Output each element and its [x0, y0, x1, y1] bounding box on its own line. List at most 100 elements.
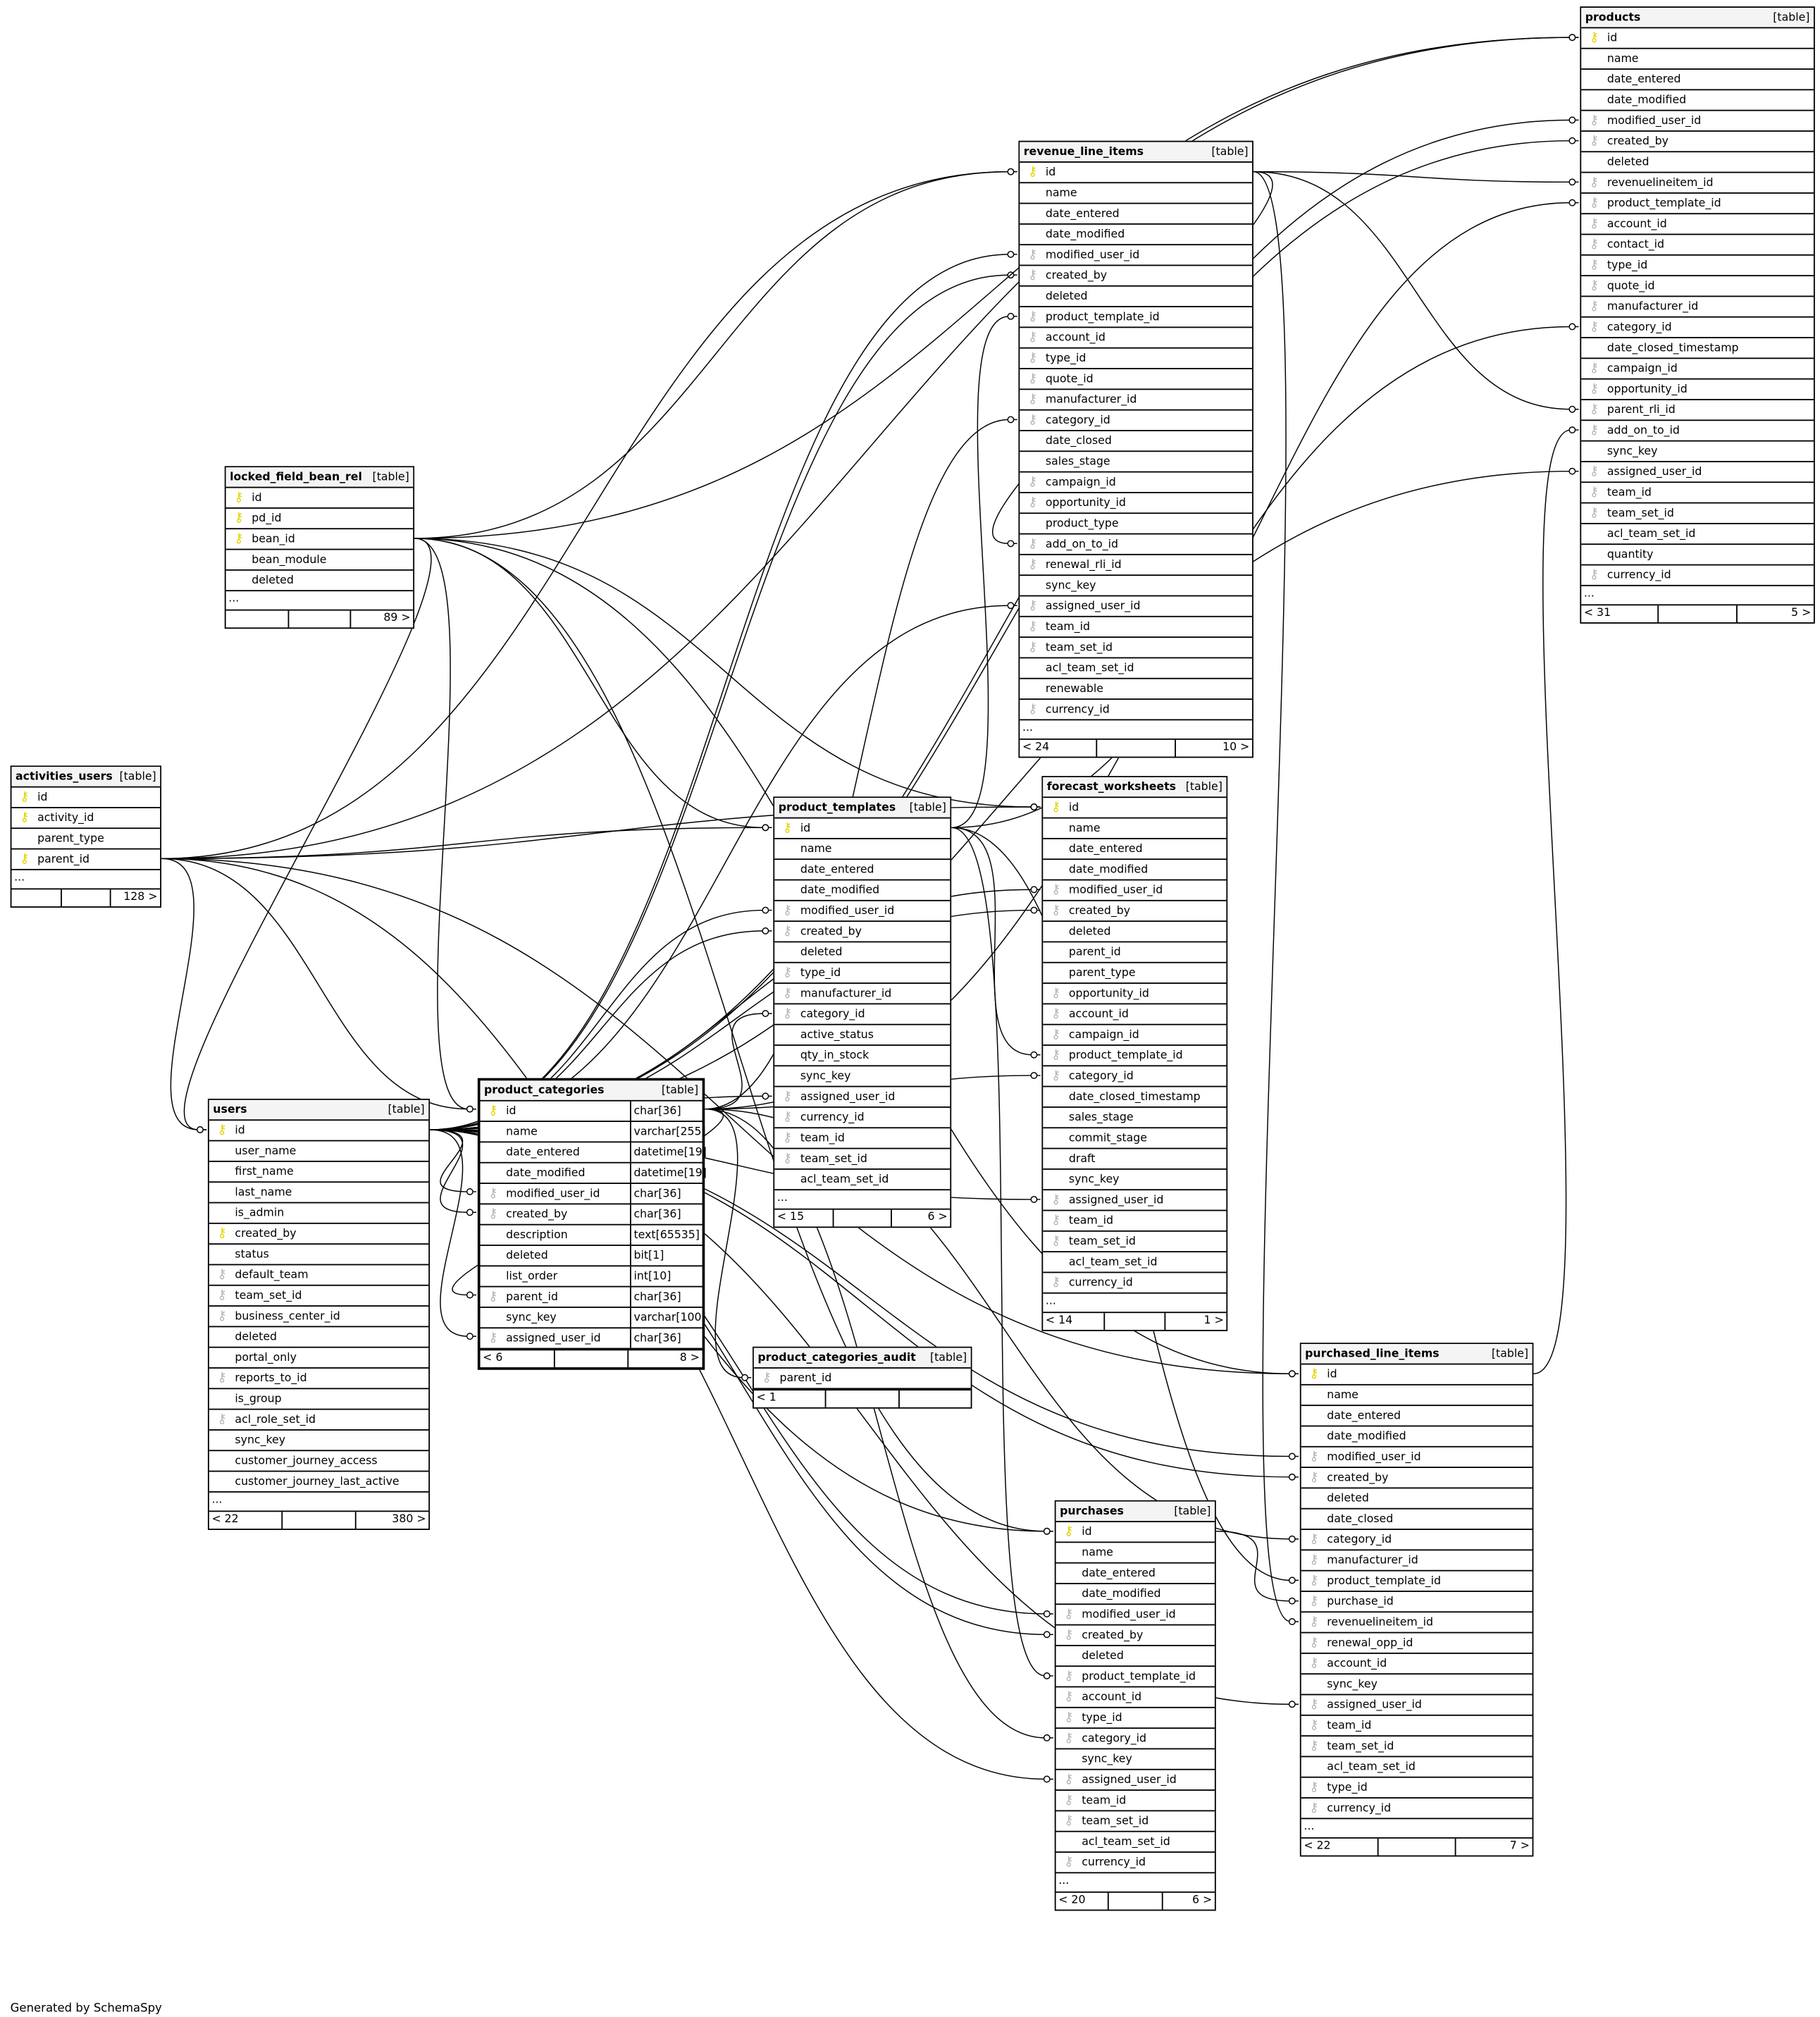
parents-count[interactable]: < 22	[1301, 1838, 1379, 1856]
column-row[interactable]: ⚷currency_id	[1020, 700, 1253, 721]
children-count[interactable]: 6 >	[927, 1211, 948, 1224]
column-row[interactable]: parent_type	[11, 829, 161, 850]
column-row[interactable]: date_modified	[774, 880, 951, 901]
column-row[interactable]: name	[1043, 818, 1227, 839]
column-row[interactable]: ⚷modified_user_id	[1581, 111, 1814, 132]
column-row[interactable]: deleted	[225, 571, 414, 592]
column-row[interactable]: ⚷opportunity_id	[1043, 984, 1227, 1005]
column-row[interactable]: acl_team_set_id	[1043, 1252, 1227, 1273]
table-header[interactable]: products[table]	[1581, 7, 1814, 29]
column-row[interactable]: ⚷team_set_id	[1301, 1737, 1533, 1758]
column-row[interactable]: deleted	[1020, 287, 1253, 308]
parents-count[interactable]: < 6	[481, 1350, 555, 1368]
column-row[interactable]: ⚷renewal_opp_id	[1301, 1633, 1533, 1654]
column-row[interactable]: ⚷currency_id	[1301, 1799, 1533, 1820]
column-row[interactable]: ⚷reports_to_id	[209, 1369, 429, 1390]
column-row[interactable]: ⚷activity_id	[11, 808, 161, 829]
column-row[interactable]: is_group	[209, 1389, 429, 1410]
column-row[interactable]: ⚷team_set_id	[1043, 1232, 1227, 1253]
column-row[interactable]: acl_team_set_id	[1581, 524, 1814, 545]
table-header[interactable]: revenue_line_items[table]	[1020, 142, 1253, 163]
column-row[interactable]: status	[209, 1245, 429, 1266]
column-row[interactable]: ⚷assigned_user_id	[1581, 462, 1814, 483]
column-row[interactable]: ⚷quote_id	[1581, 276, 1814, 297]
column-row[interactable]: ⚷category_id	[774, 1004, 951, 1025]
column-row[interactable]: date_entered	[1056, 1564, 1215, 1584]
column-row[interactable]: acl_team_set_id	[1020, 658, 1253, 679]
column-row[interactable]: ⚷account_id	[1301, 1654, 1533, 1675]
column-row[interactable]: ⚷contact_id	[1581, 235, 1814, 256]
column-row[interactable]: ⚷add_on_to_id	[1020, 534, 1253, 555]
column-row[interactable]: ⚷modified_user_id	[1056, 1605, 1215, 1626]
table-header[interactable]: product_categories[table]	[480, 1080, 702, 1102]
table-header[interactable]: product_categories_audit[table]	[753, 1347, 971, 1369]
column-row[interactable]: commit_stage	[1043, 1128, 1227, 1149]
column-row[interactable]: ⚷renewal_rli_id	[1020, 555, 1253, 576]
column-row[interactable]: ⚷team_id	[1043, 1211, 1227, 1232]
column-row[interactable]: ⚷modified_user_id	[774, 901, 951, 923]
column-row[interactable]: ⚷manufacturer_id	[1301, 1550, 1533, 1572]
column-row[interactable]: ⚷acl_role_set_id	[209, 1410, 429, 1431]
column-row[interactable]: ⚷currency_id	[1043, 1273, 1227, 1294]
column-row[interactable]: ⚷product_template_id	[1056, 1667, 1215, 1688]
column-row[interactable]: ⚷currency_id	[774, 1108, 951, 1129]
column-row[interactable]: name	[774, 839, 951, 861]
column-row[interactable]: customer_journey_last_active	[209, 1472, 429, 1493]
column-row[interactable]: ⚷created_by	[209, 1224, 429, 1245]
column-row[interactable]: ⚷opportunity_id	[1020, 493, 1253, 514]
column-row[interactable]: ⚷assigned_user_id	[1020, 596, 1253, 617]
column-row[interactable]: deleted	[1056, 1646, 1215, 1667]
column-row[interactable]: ⚷assigned_user_id	[1056, 1770, 1215, 1791]
children-count[interactable]: 7 >	[1509, 1839, 1530, 1853]
column-row[interactable]: ⚷type_id	[1020, 349, 1253, 369]
column-row[interactable]: sync_key	[1043, 1170, 1227, 1191]
column-row[interactable]: acl_team_set_id	[1056, 1832, 1215, 1853]
column-row[interactable]: ⚷account_id	[1056, 1687, 1215, 1708]
column-row[interactable]: ⚷id	[225, 488, 414, 509]
column-row[interactable]: ⚷manufacturer_id	[1581, 297, 1814, 318]
column-row[interactable]: draft	[1043, 1149, 1227, 1170]
column-row[interactable]: user_name	[209, 1141, 429, 1162]
parents-count[interactable]: < 14	[1043, 1313, 1105, 1330]
column-row[interactable]: ⚷quote_id	[1020, 369, 1253, 390]
column-row[interactable]: is_admin	[209, 1203, 429, 1224]
column-row[interactable]: ⚷team_set_id	[209, 1286, 429, 1307]
column-row[interactable]: ⚷id	[1056, 1522, 1215, 1543]
column-row[interactable]: sales_stage	[1020, 452, 1253, 473]
column-row[interactable]: bean_module	[225, 550, 414, 571]
column-row[interactable]: ⚷modified_user_id	[1020, 245, 1253, 266]
parents-count[interactable]: < 24	[1020, 739, 1098, 757]
column-row[interactable]: ⚷team_set_id	[774, 1149, 951, 1170]
column-row[interactable]: date_entered	[1043, 839, 1227, 861]
column-row[interactable]: ⚷product_template_id	[1581, 194, 1814, 215]
column-row[interactable]: date_modified	[1020, 225, 1253, 246]
column-row[interactable]: date_modified	[1301, 1426, 1533, 1448]
column-row[interactable]: ⚷modified_user_id	[1301, 1448, 1533, 1468]
table-locked-field-bean-rel[interactable]: locked_field_bean_rel[table]⚷id⚷pd_id⚷be…	[224, 466, 415, 629]
children-count[interactable]: 6 >	[1191, 1894, 1213, 1907]
column-row[interactable]: ⚷revenuelineitem_id	[1581, 173, 1814, 194]
column-row[interactable]: renewable	[1020, 679, 1253, 700]
column-row[interactable]: ⚷pd_id	[225, 509, 414, 530]
column-row[interactable]: ⚷parent_id	[753, 1369, 971, 1390]
column-row[interactable]: date_entered	[1020, 204, 1253, 225]
column-row[interactable]: portal_only	[209, 1348, 429, 1369]
column-row[interactable]: deleted	[209, 1327, 429, 1348]
children-count[interactable]: 1 >	[1203, 1314, 1224, 1328]
column-row[interactable]: sync_key	[1581, 442, 1814, 462]
column-row[interactable]: sync_key	[1301, 1674, 1533, 1696]
column-row[interactable]: ⚷id	[1581, 28, 1814, 49]
column-row[interactable]: ⚷team_id	[1020, 617, 1253, 639]
column-row[interactable]: ⚷assigned_user_id	[1043, 1190, 1227, 1211]
column-row[interactable]: sync_key	[1056, 1749, 1215, 1770]
